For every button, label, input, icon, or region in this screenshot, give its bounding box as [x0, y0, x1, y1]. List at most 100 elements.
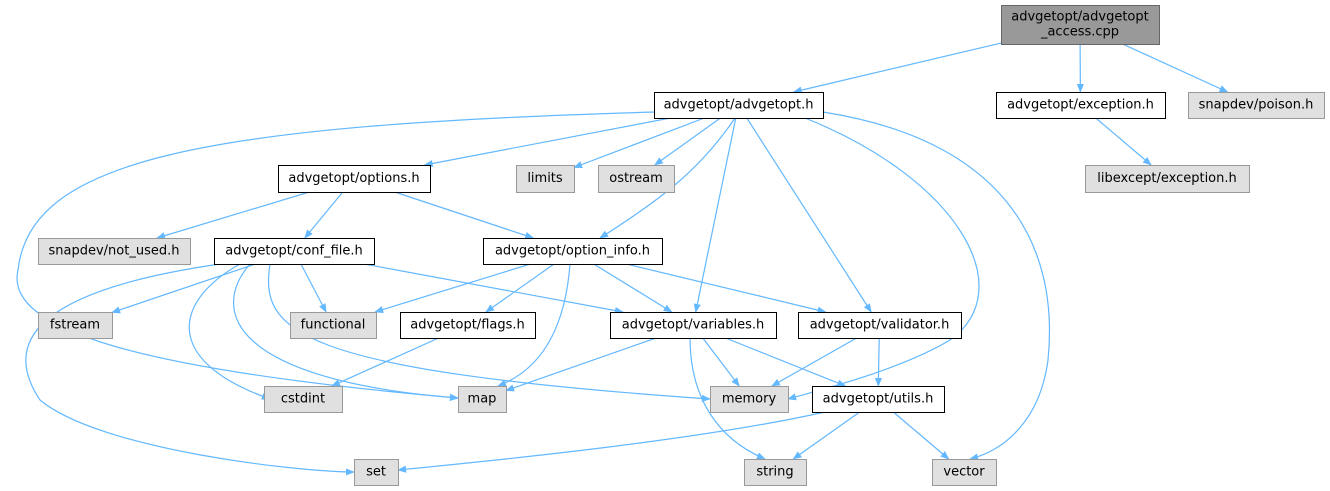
edge-conf_file_h-to-map: [232, 263, 459, 401]
node-option_info_h[interactable]: advgetopt/option_info.h: [483, 238, 663, 265]
node-label: string: [756, 465, 793, 480]
edge-utils_h-to-vector: [892, 411, 950, 460]
edge-utils_h-to-string: [792, 411, 861, 460]
edge-validator_h-to-memory: [771, 337, 857, 387]
node-box: [1085, 165, 1250, 193]
node-label: set: [366, 465, 386, 480]
node-poison_h: snapdev/poison.h: [1188, 92, 1325, 119]
node-box: [1001, 5, 1160, 45]
node-label: functional: [301, 318, 366, 333]
edge-conf_file_h-to-set: [25, 263, 355, 476]
node-label: memory: [722, 392, 777, 407]
node-box: [798, 312, 962, 339]
edge-option_info_h-to-variables_h: [593, 263, 673, 313]
node-advgetopt_h[interactable]: advgetopt/advgetopt.h: [654, 92, 824, 119]
node-label: ostream: [609, 171, 663, 186]
node-box: [354, 459, 399, 486]
node-label: advgetopt/option_info.h: [495, 244, 650, 259]
edge-variables_h-to-utils_h: [725, 337, 847, 387]
node-set: set: [354, 459, 399, 486]
edge-conf_file_h-to-cstdint: [188, 263, 271, 400]
node-memory: memory: [710, 386, 789, 413]
edge-options_h-to-not_used_h: [156, 191, 310, 240]
edge-flags_h-to-cstdint: [331, 337, 439, 387]
node-box: [1188, 92, 1325, 119]
edge-advgetopt_h-to-variables_h: [693, 117, 737, 313]
edge-variables_h-to-string: [689, 337, 766, 460]
node-string: string: [744, 459, 807, 486]
node-box: [932, 459, 997, 486]
node-utils_h[interactable]: advgetopt/utils.h: [812, 386, 945, 413]
node-label: advgetopt/conf_file.h: [225, 244, 363, 259]
node-options_h[interactable]: advgetopt/options.h: [278, 165, 431, 193]
edge-validator_h-to-utils_h: [874, 337, 883, 387]
node-variables_h[interactable]: advgetopt/variables.h: [610, 312, 777, 339]
node-cstdint: cstdint: [264, 386, 343, 413]
node-box: [290, 312, 377, 339]
node-label: advgetopt/variables.h: [622, 318, 765, 333]
node-box: [654, 92, 824, 119]
edge-advgetopt_h-to-limits: [573, 117, 705, 169]
edge-advgetopt_h-to-options_h: [423, 117, 671, 168]
edge-option_info_h-to-map: [497, 263, 571, 387]
node-label: limits: [527, 171, 563, 186]
node-fstream: fstream: [38, 312, 113, 339]
edge-options_h-to-conf_file_h: [304, 191, 344, 239]
node-box: [744, 459, 807, 486]
node-exception_h[interactable]: advgetopt/exception.h: [996, 92, 1166, 119]
node-box: [38, 312, 113, 339]
edge-advgetopt_h-to-memory: [787, 117, 980, 401]
node-not_used_h: snapdev/not_used.h: [38, 238, 191, 265]
node-flags_h[interactable]: advgetopt/flags.h: [400, 312, 536, 339]
edge-utils_h-to-set: [397, 411, 826, 473]
node-label: advgetopt/utils.h: [823, 392, 934, 407]
node-conf_file_h[interactable]: advgetopt/conf_file.h: [214, 238, 375, 265]
node-label: advgetopt/exception.h: [1007, 98, 1154, 113]
node-validator_h[interactable]: advgetopt/validator.h: [798, 312, 962, 339]
edge-exception_h-to-libexcept_h: [1095, 117, 1152, 166]
edge-advgetopt_h-to-vector: [822, 111, 1051, 461]
edge-variables_h-to-map: [505, 337, 657, 392]
node-box: [710, 386, 789, 413]
edge-option_info_h-to-flags_h: [485, 263, 555, 313]
edges-layer: [16, 42, 1229, 476]
node-map: map: [458, 386, 507, 413]
nodes-layer: advgetopt/advgetopt_access.cppadvgetopt/…: [38, 5, 1325, 486]
edge-conf_file_h-to-fstream: [111, 263, 256, 314]
edge-advgetopt_h-to-ostream: [654, 117, 721, 166]
node-label: snapdev/poison.h: [1199, 98, 1314, 113]
edge-options_h-to-option_info_h: [394, 191, 535, 239]
node-label: advgetopt/advgetopt: [1011, 10, 1149, 25]
edge-access_cpp-to-poison_h: [1122, 43, 1229, 93]
node-box: [598, 165, 675, 193]
node-label: map: [468, 392, 497, 407]
node-box: [38, 238, 191, 265]
node-box: [996, 92, 1166, 119]
edge-access_cpp-to-advgetopt_h: [792, 42, 1002, 94]
node-label: snapdev/not_used.h: [49, 244, 180, 259]
node-label: vector: [943, 465, 985, 480]
node-box: [610, 312, 777, 339]
node-label: _access.cpp: [1040, 25, 1119, 40]
edge-conf_file_h-to-functional: [300, 263, 327, 313]
edge-advgetopt_h-to-map: [16, 111, 657, 401]
node-ostream: ostream: [598, 165, 675, 193]
node-box: [458, 386, 507, 413]
edge-advgetopt_h-to-validator_h: [746, 117, 872, 313]
node-box: [812, 386, 945, 413]
edge-advgetopt_h-to-option_info_h: [599, 117, 736, 239]
node-label: cstdint: [281, 392, 325, 407]
node-box: [516, 165, 575, 193]
node-access_cpp[interactable]: advgetopt/advgetopt_access.cpp: [1001, 5, 1160, 45]
node-box: [400, 312, 536, 339]
node-box: [278, 165, 431, 193]
node-label: advgetopt/validator.h: [810, 318, 950, 333]
node-functional: functional: [290, 312, 377, 339]
edge-option_info_h-to-validator_h: [626, 263, 827, 314]
edge-conf_file_h-to-variables_h: [363, 263, 624, 315]
node-label: fstream: [50, 318, 100, 333]
edge-conf_file_h-to-memory: [267, 263, 711, 403]
node-label: libexcept/exception.h: [1097, 171, 1237, 186]
node-box: [483, 238, 663, 265]
